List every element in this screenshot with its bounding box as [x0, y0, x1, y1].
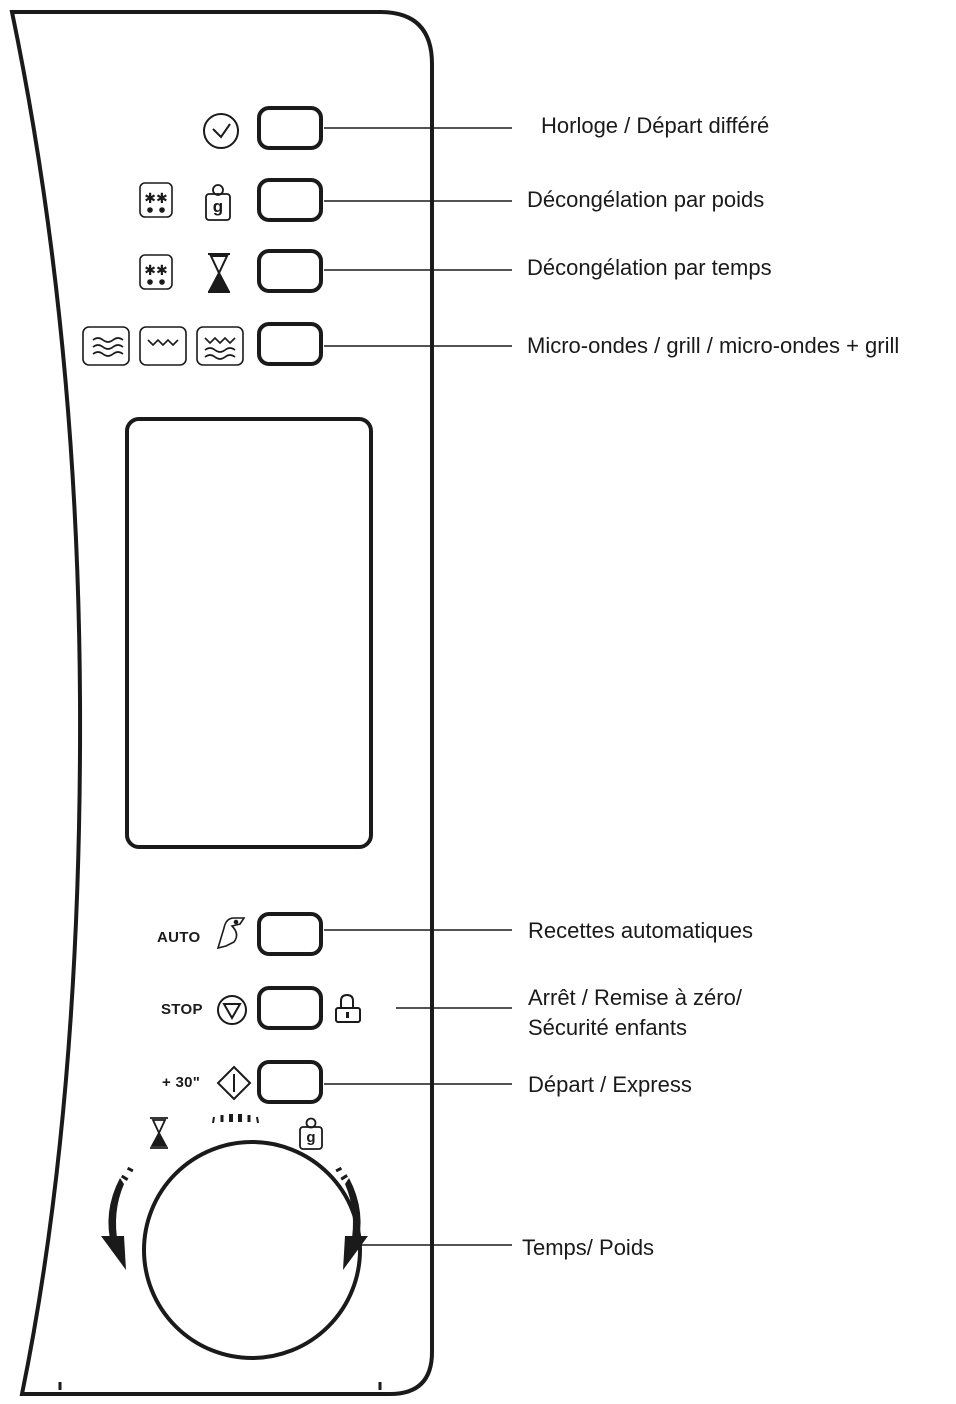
defrost-time-button[interactable] — [257, 249, 323, 293]
plus30-text: + 30" — [162, 1074, 201, 1091]
start-button[interactable] — [257, 1060, 323, 1104]
auto-button[interactable] — [257, 912, 323, 956]
label-start: Départ / Express — [528, 1072, 692, 1097]
defrost-time-icon: ✱✱ — [139, 254, 173, 290]
clock-icon — [203, 113, 239, 149]
start-icon — [216, 1065, 252, 1101]
weight-icon-glyph: g — [212, 197, 224, 216]
hourglass-icon — [208, 253, 230, 293]
microwave-grill-icon — [196, 326, 244, 366]
dial-scale-ticks — [212, 1114, 259, 1124]
label-clock: Horloge / Départ différé — [541, 113, 770, 138]
microwave-icon — [82, 326, 130, 366]
label-dial: Temps/ Poids — [522, 1235, 655, 1260]
label-defrost-time: Décongélation par temps — [527, 255, 772, 280]
panel-outline — [9, 10, 434, 1396]
grill-icon — [139, 326, 187, 366]
weight-icon — [205, 184, 231, 221]
rotary-dial — [142, 1140, 362, 1360]
stop-text: STOP — [161, 1001, 203, 1018]
defrost-icon: ✱✱ — [139, 182, 173, 218]
display-window — [125, 417, 373, 849]
defrost-weight-button[interactable] — [257, 178, 323, 222]
dial-weight-icon-glyph: g — [306, 1129, 316, 1146]
lock-icon — [335, 993, 361, 1023]
label-stop-line2: Sécurité enfants — [528, 1015, 687, 1040]
label-auto-recipes: Recettes automatiques — [528, 918, 754, 943]
panel-bottom-ridge — [58, 1382, 382, 1390]
svg-text:✱✱: ✱✱ — [144, 263, 167, 279]
stop-button[interactable] — [257, 986, 323, 1030]
left-rotation-arrow — [101, 1166, 134, 1270]
label-stop-line1: Arrêt / Remise à zéro/ — [528, 985, 742, 1010]
dial-hourglass-icon — [150, 1117, 168, 1149]
label-defrost-weight: Décongélation par poids — [527, 187, 765, 212]
stop-icon — [217, 995, 247, 1025]
bird-icon — [216, 917, 246, 950]
auto-text: AUTO — [157, 929, 201, 946]
clock-button[interactable] — [257, 106, 323, 150]
right-rotation-arrow — [335, 1166, 368, 1270]
svg-text:✱✱: ✱✱ — [144, 191, 167, 207]
dial-weight-icon — [299, 1117, 323, 1150]
mode-button[interactable] — [257, 322, 323, 366]
label-modes: Micro-ondes / grill / micro-ondes + gril… — [527, 333, 900, 358]
